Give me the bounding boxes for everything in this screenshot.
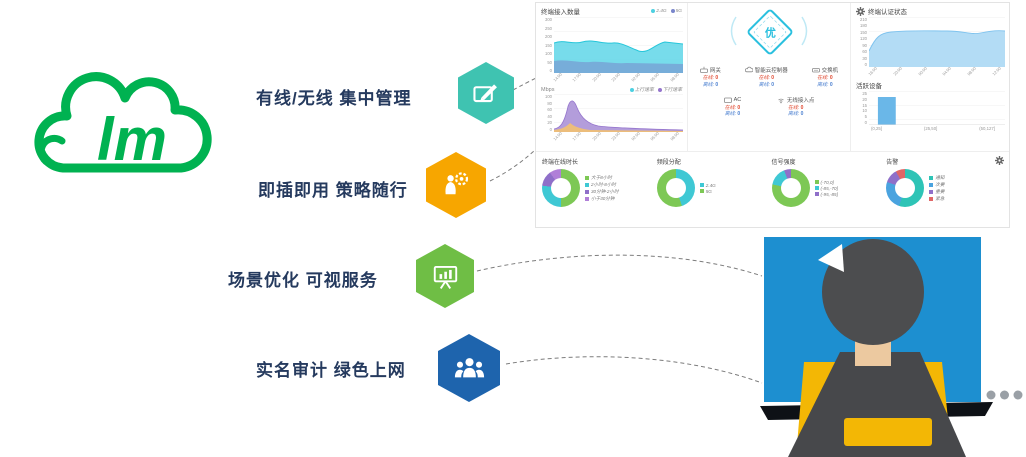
connector-3 [476,254,763,277]
device-name: 交换机 [821,68,839,74]
alarm-donut-chart [886,169,925,207]
switch-icon [811,68,820,73]
online-duration-donut-chart [542,169,580,207]
auth-area-chart [869,17,1005,67]
legend-label: 5G [675,8,682,14]
legend-label: 2.4G [656,8,667,14]
legend-dot [651,9,656,13]
device-name: 网关 [709,68,721,74]
hexagon-wired-wireless [458,62,514,124]
speed-area-chart [554,94,683,132]
donut-legend: 通知 次要 重要 紧急 [929,175,944,202]
donut-online-duration: 终端在线时长 大于8小时 2小时-8小时 30分钟-2小时 小于30分钟 [542,157,649,223]
badge-decor-arcs [730,16,808,46]
device-name: 无线接入点 [786,97,815,104]
donut-title: 频段分配 [656,160,681,166]
speed-legend: 上行速率 下行速率 [629,86,682,93]
feature-label-wired-wireless: 有线/无线 集中管理 [256,89,412,108]
auth-status-title: 终端认证状态 [868,9,907,16]
donut-row: 终端在线时长 大于8小时 2小时-8小时 30分钟-2小时 小于30分钟 频段分… [536,151,1009,227]
donut-signal-strength: 信号强度 (-70,0] (-85,-70] (-95,-85] [771,157,879,223]
legend-label: 下行速率 [662,88,682,93]
gateway-icon [700,66,708,73]
hexagon-real-name-audit [438,334,500,402]
access-area-chart [554,17,683,73]
person-figure [788,239,966,457]
cloud-logo: lm [5,46,241,196]
back-band [844,418,932,446]
logo-text: lm [97,106,167,173]
signal-strength-donut-chart [771,169,810,207]
speed-unit-label: Mbps [541,86,555,93]
device-name: 智能云控制器 [754,68,788,74]
person-at-monitor-illustration [760,237,1023,457]
legend-dot [670,9,675,13]
cloud-controller-icon [744,66,753,73]
feature-label-plug-and-play: 即插即用 策略随行 [258,181,408,200]
donut-legend: 大于8小时 2小时-8小时 30分钟-2小时 小于30分钟 [585,175,619,202]
settings-gear-icon[interactable] [856,6,865,16]
legend-label: 上行速率 [634,88,654,93]
chart-board-icon [433,265,457,289]
settings-gear-icon[interactable] [995,156,1004,165]
person-gear-icon [445,172,469,195]
feature-label-real-name-audit: 实名审计 绿色上网 [256,361,406,380]
cloud-curl [37,134,66,168]
donut-legend: (-70,0] (-85,-70] (-95,-85] [814,180,838,197]
device-name: AC [733,96,742,103]
ac-icon [723,97,732,103]
carousel-dots [986,390,1023,400]
legend-dot [629,87,634,92]
head [822,239,924,345]
wireless-ap-icon [778,98,784,103]
connector-2 [489,148,537,182]
band-allocation-donut-chart [656,169,695,207]
cloud-outline [34,72,212,173]
health-badge-area: 优 [688,3,850,59]
terminal-access-legend: 2.4G 5G [651,9,682,14]
pen-icon [473,84,497,103]
hexagon-plug-and-play [426,152,486,218]
donut-band-allocation: 频段分配 2.4G 5G [656,157,764,223]
donut-alarm: 告警 通知 次要 重要 紧急 [886,157,993,223]
active-devices-title: 活跃设备 [856,83,882,90]
health-grade: 优 [764,27,776,39]
connector-1 [512,77,537,91]
donut-title: 终端在线时长 [542,160,579,166]
donut-title: 告警 [886,160,899,166]
legend-dot [657,87,662,92]
active-x-axis: (0,25](25,50](50,127] [871,126,995,131]
donut-title: 信号强度 [771,160,796,166]
donut-legend: 2.4G 5G [699,183,716,194]
connector-4 [505,356,763,384]
feature-label-scene-optimize: 场景优化 可视服务 [228,271,378,290]
active-devices-bar-chart [869,91,1005,125]
people-icon [454,357,484,377]
terminal-access-title: 终端接入数量 [541,9,580,16]
hair-notch [818,244,844,272]
